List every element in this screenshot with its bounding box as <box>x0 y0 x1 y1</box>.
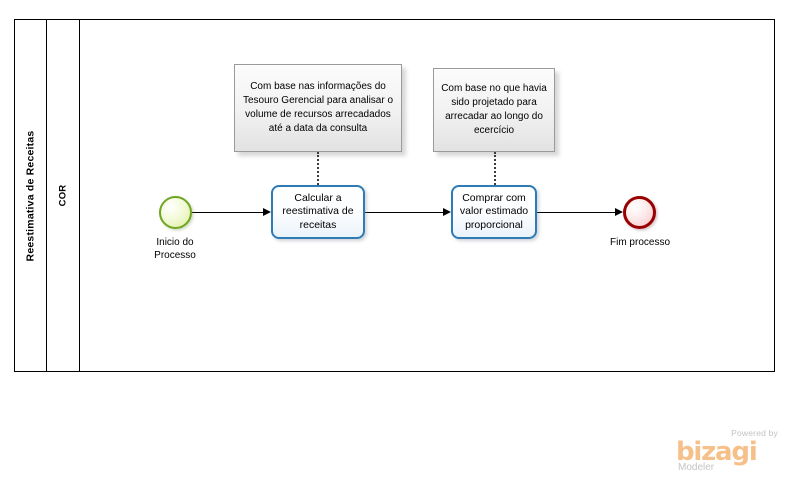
task-calcular-reestimativa[interactable]: Calcular a reestimativa de receitas <box>271 185 365 239</box>
sequence-flow-3[interactable] <box>537 212 615 214</box>
end-event-label: Fim processo <box>609 237 670 248</box>
bizagi-watermark: Powered by bizagi Modeler <box>676 428 780 476</box>
lane-label-cor: COR <box>57 184 69 207</box>
lane-body-cor[interactable] <box>80 20 774 371</box>
association-line-2[interactable] <box>494 152 498 185</box>
start-event-label-line2: Processo <box>154 250 196 261</box>
start-event[interactable] <box>159 196 192 229</box>
watermark-powered-by: Powered by <box>731 428 778 438</box>
sequence-flow-1-arrow-icon <box>263 208 271 216</box>
watermark-brand-logo: bizagi <box>676 437 758 467</box>
pool-label: Reestimativa de Receitas <box>24 130 37 261</box>
lane-label-column: COR <box>47 20 80 371</box>
start-event-label: Inicio do Processo <box>120 236 230 262</box>
watermark-product-name: Modeler <box>678 462 715 473</box>
text-annotation-2[interactable]: Com base no que havia sido projetado par… <box>433 68 555 152</box>
start-event-label-line1: Inicio do <box>156 237 194 248</box>
sequence-flow-3-arrow-icon <box>615 208 623 216</box>
pool-label-column: Reestimativa de Receitas <box>15 20 47 371</box>
sequence-flow-2-arrow-icon <box>443 208 451 216</box>
end-event[interactable] <box>623 196 656 229</box>
sequence-flow-2[interactable] <box>365 212 443 214</box>
text-annotation-1[interactable]: Com base nas informações do Tesouro Gere… <box>234 64 402 152</box>
sequence-flow-1[interactable] <box>192 212 263 214</box>
association-line-1[interactable] <box>317 152 321 185</box>
task-comprar-valor-estimado[interactable]: Comprar com valor estimado proporcional <box>451 185 537 239</box>
